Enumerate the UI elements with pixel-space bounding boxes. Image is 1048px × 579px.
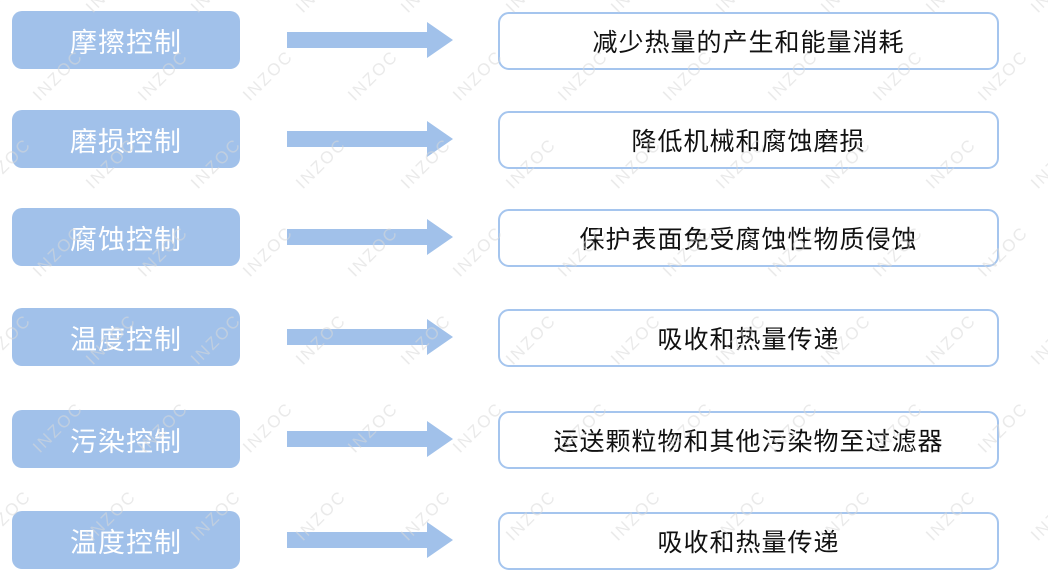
- arrow-right-icon: [287, 121, 453, 157]
- description-box: 吸收和热量传递: [498, 512, 999, 570]
- watermark-text: INZOC: [554, 575, 613, 579]
- arrow-right-icon: [287, 22, 453, 58]
- watermark-text: INZOC: [764, 575, 823, 579]
- watermark-text: INZOC: [449, 575, 508, 579]
- description-box: 减少热量的产生和能量消耗: [498, 12, 999, 70]
- description-box: 吸收和热量传递: [498, 309, 999, 367]
- flow-row: 腐蚀控制 保护表面免受腐蚀性物质侵蚀: [0, 208, 1048, 267]
- control-label: 腐蚀控制: [70, 224, 182, 255]
- flow-row: 污染控制 运送颗粒物和其他污染物至过滤器: [0, 410, 1048, 469]
- arrow-right-icon: [287, 522, 453, 558]
- arrow-right-icon: [287, 421, 453, 457]
- control-label-box: 磨损控制: [12, 110, 240, 168]
- description-box: 保护表面免受腐蚀性物质侵蚀: [498, 209, 999, 267]
- control-label: 污染控制: [70, 426, 182, 457]
- control-label: 磨损控制: [70, 126, 182, 157]
- watermark-text: INZOC: [869, 575, 928, 579]
- flow-row: 磨损控制 降低机械和腐蚀磨损: [0, 110, 1048, 169]
- description-text: 吸收和热量传递: [657, 529, 840, 557]
- control-label: 温度控制: [70, 527, 182, 558]
- watermark-text: INZOC: [659, 575, 718, 579]
- description-text: 保护表面免受腐蚀性物质侵蚀: [579, 226, 918, 254]
- control-label: 摩擦控制: [70, 27, 182, 58]
- description-text: 运送颗粒物和其他污染物至过滤器: [553, 428, 944, 456]
- description-text: 吸收和热量传递: [657, 326, 840, 354]
- watermark-text: INZOC: [344, 575, 403, 579]
- arrow-right-icon: [287, 319, 453, 355]
- description-box: 运送颗粒物和其他污染物至过滤器: [498, 411, 999, 469]
- control-label-box: 腐蚀控制: [12, 208, 240, 266]
- flow-row: 摩擦控制 减少热量的产生和能量消耗: [0, 11, 1048, 70]
- description-text: 减少热量的产生和能量消耗: [592, 29, 905, 57]
- control-label: 温度控制: [70, 324, 182, 355]
- description-box: 降低机械和腐蚀磨损: [498, 111, 999, 169]
- control-label-box: 温度控制: [12, 308, 240, 366]
- watermark-text: INZOC: [974, 575, 1033, 579]
- arrow-right-icon: [287, 219, 453, 255]
- description-text: 降低机械和腐蚀磨损: [631, 128, 866, 156]
- control-label-box: 温度控制: [12, 511, 240, 569]
- watermark-text: INZOC: [29, 575, 88, 579]
- flow-row: 温度控制 吸收和热量传递: [0, 511, 1048, 570]
- watermark-text: INZOC: [134, 575, 193, 579]
- control-label-box: 污染控制: [12, 410, 240, 468]
- flow-row: 温度控制 吸收和热量传递: [0, 308, 1048, 367]
- watermark-text: INZOC: [239, 575, 298, 579]
- control-label-box: 摩擦控制: [12, 11, 240, 69]
